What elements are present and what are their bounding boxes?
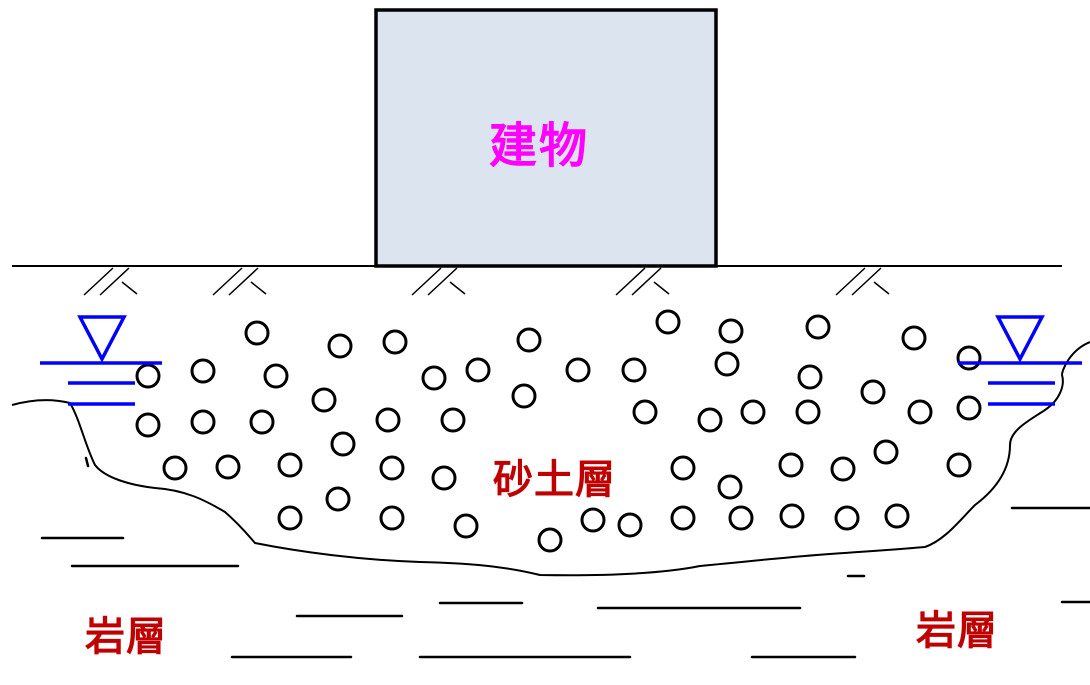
sand-grain-icon	[379, 455, 405, 481]
sand-grain-icon	[670, 505, 696, 531]
sand-grain-icon	[431, 465, 457, 491]
sand-grain-icon	[797, 364, 823, 390]
sand-grain-icon	[537, 527, 563, 553]
sand-grain-icon	[714, 351, 740, 377]
sand-grain-icon	[956, 345, 982, 371]
sand-grain-icon	[244, 320, 270, 346]
sand-grain-icon	[884, 503, 910, 529]
sand-grain-icon	[382, 329, 408, 355]
sand-grain-icon	[655, 309, 681, 335]
sand-grain-icon	[617, 512, 643, 538]
sand-grain-icon	[379, 505, 405, 531]
sand-grain-icon	[901, 325, 927, 351]
sand-grain-icon	[215, 454, 241, 480]
sand-grain-icon	[907, 399, 933, 425]
sand-grain-icon	[795, 399, 821, 425]
rock-layer-label-left: 岩層	[85, 614, 167, 660]
sand-grain-icon	[453, 513, 479, 539]
ground-hatch-icon	[212, 267, 267, 296]
sand-grain-icon	[632, 399, 658, 425]
sand-grain-icon	[740, 399, 766, 425]
sand-grain-icon	[277, 505, 303, 531]
sand-grain-icon	[860, 379, 886, 405]
water-table-icon	[958, 315, 1082, 406]
sand-grain-icon	[249, 409, 275, 435]
sand-grain-icon	[778, 452, 804, 478]
sand-grain-icon	[779, 503, 805, 529]
rock-layer-lines	[40, 456, 1090, 659]
sand-grain-icon	[830, 456, 856, 482]
sand-grain-icon	[670, 455, 696, 481]
sand-grain-icon	[190, 409, 216, 435]
building	[374, 8, 718, 268]
ground-hatch-icon	[615, 267, 670, 296]
sand-grain-icon	[946, 452, 972, 478]
sand-grain-icon	[325, 486, 351, 512]
sand-grain-icon	[956, 395, 982, 421]
sand-grain-icon	[621, 357, 647, 383]
sand-grain-icon	[465, 357, 491, 383]
sand-grain-icon	[718, 318, 744, 344]
sand-grain-icon	[834, 505, 860, 531]
ground-hatch-marks	[83, 267, 890, 296]
sand-grain-icon	[421, 365, 447, 391]
sand-grain-icon	[327, 333, 353, 359]
sand-grain-icon	[311, 387, 337, 413]
sand-grain-icon	[375, 407, 401, 433]
sand-grain-icon	[565, 357, 591, 383]
ground-hatch-icon	[411, 267, 466, 296]
sand-grain-icon	[511, 383, 537, 409]
building-label: 建物	[489, 118, 590, 174]
sand-grain-icon	[697, 407, 723, 433]
sand-grain-icon	[277, 452, 303, 478]
water-table-icon	[40, 315, 162, 406]
sand-grain-icon	[805, 314, 831, 340]
sand-grain-icon	[873, 439, 899, 465]
sand-grain-icon	[135, 363, 161, 389]
rock-layer-label-right: 岩層	[916, 608, 998, 654]
sand-grain-icon	[717, 474, 743, 500]
sand-grain-icon	[516, 327, 542, 353]
sand-grain-icon	[263, 363, 289, 389]
sand-grain-icon	[728, 505, 754, 531]
ground-hatch-icon	[835, 267, 890, 296]
ground-hatch-icon	[83, 267, 138, 296]
sand-grain-icon	[330, 431, 356, 457]
sand-grain-icon	[135, 412, 161, 438]
sand-layer-label: 砂土層	[493, 457, 616, 503]
sand-grains	[135, 309, 982, 553]
sand-grain-icon	[440, 407, 466, 433]
sand-grain-icon	[580, 507, 606, 533]
sand-layer-boundary	[11, 341, 1090, 577]
sand-grain-icon	[162, 455, 188, 481]
sand-grain-icon	[190, 358, 216, 384]
